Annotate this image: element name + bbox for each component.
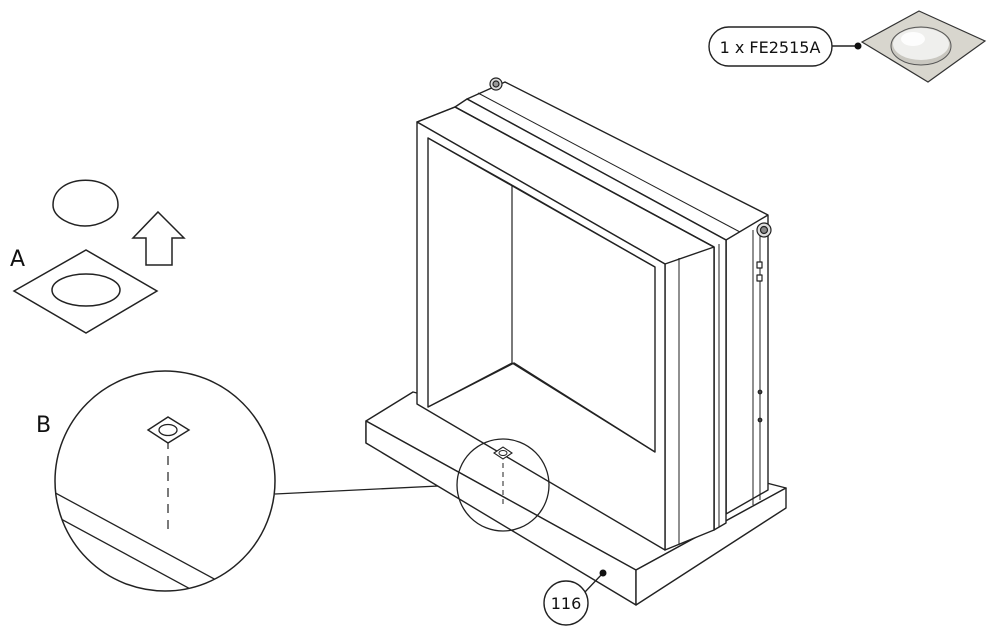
up-arrow-icon bbox=[131, 210, 186, 266]
front-frame bbox=[416, 106, 715, 551]
part-callout-dot bbox=[854, 42, 862, 50]
hinge-hardware bbox=[489, 77, 772, 423]
bumper-pad-icon bbox=[860, 10, 987, 83]
step-b-label: B bbox=[36, 413, 51, 438]
detail-locator bbox=[456, 438, 550, 532]
backing-sheet-icon bbox=[12, 249, 159, 334]
part-number-text: 116 bbox=[551, 594, 582, 613]
step-a: A bbox=[10, 179, 186, 334]
part-number-bubble bbox=[543, 580, 589, 626]
cabinet-assembly bbox=[365, 77, 787, 606]
magnifier-detail bbox=[54, 370, 276, 592]
magnifier-connector bbox=[274, 484, 460, 495]
pad-location-icon bbox=[493, 446, 513, 460]
part-callout-text: 1 x FE2515A bbox=[720, 38, 821, 57]
part-callout: 1 x FE2515A bbox=[708, 10, 987, 83]
step-b: B bbox=[36, 370, 460, 592]
pad-target-icon bbox=[146, 416, 191, 444]
step-a-label: A bbox=[10, 247, 25, 272]
bumper-dome-icon bbox=[52, 179, 119, 227]
part-number-callout: 116 bbox=[543, 569, 607, 626]
